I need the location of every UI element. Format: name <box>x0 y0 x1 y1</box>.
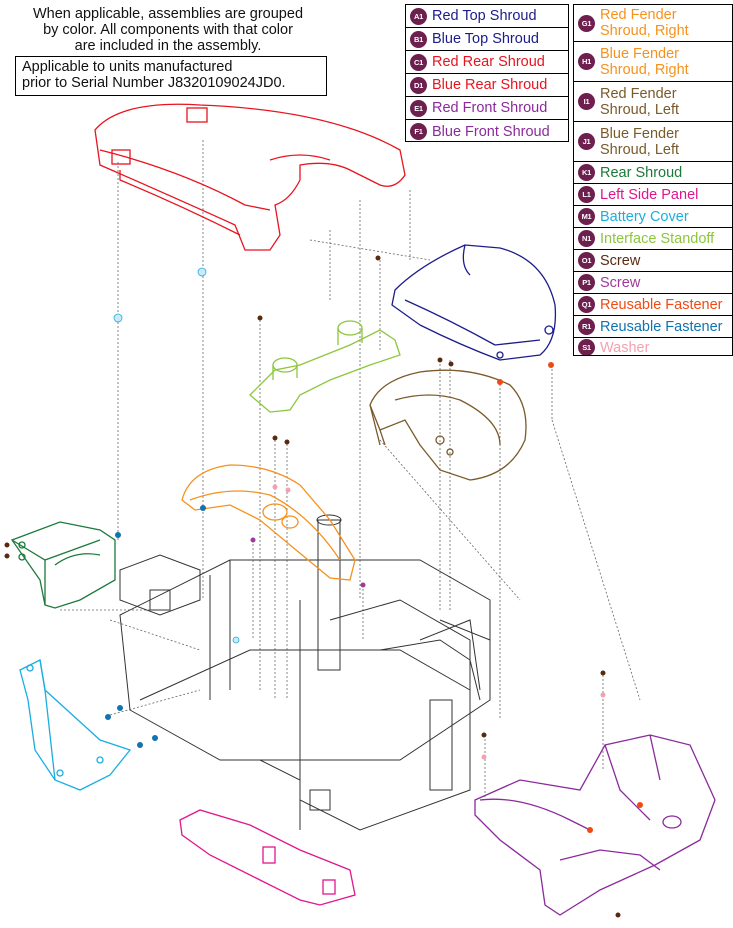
part-code-badge: K1 <box>578 164 595 181</box>
legend-item-l1: L1 Left Side Panel <box>574 184 732 206</box>
part-label: Left Side Panel <box>600 186 699 203</box>
part-label: Washer <box>600 339 650 356</box>
fasteners <box>4 255 643 918</box>
part-code-badge: J1 <box>578 133 595 150</box>
part-code-badge: G1 <box>578 14 595 32</box>
left-side-panel <box>179 809 356 906</box>
legend-item-r1: R1 Reusable Fastener <box>574 316 732 338</box>
part-code-badge: O1 <box>578 252 595 269</box>
legend-item-i1: I1 Red Fender Shroud, Left <box>574 82 732 122</box>
serial-line-1: Applicable to units manufactured <box>22 59 233 75</box>
legend-item-g1: G1 Red Fender Shroud, Right <box>574 5 732 42</box>
blue-top-shroud <box>391 244 557 361</box>
note-line-2: by color. All components with that color <box>43 22 293 38</box>
note-line-1: When applicable, assemblies are grouped <box>32 6 304 22</box>
legend-item-o1: O1 Screw <box>574 250 732 272</box>
red-top-shroud <box>94 103 406 251</box>
part-label: Reusable Fastener <box>600 318 723 335</box>
part-label: Red Fender Shroud, Right <box>600 7 689 39</box>
part-code-badge: B1 <box>410 30 427 48</box>
part-label: Blue Fender Shroud, Left <box>600 125 679 158</box>
serial-line-2: prior to Serial Number J8320109024JD0. <box>22 75 286 91</box>
assembly-color-note: When applicable, assemblies are grouped … <box>4 6 332 54</box>
note-line-3: are included in the assembly. <box>74 38 262 54</box>
part-label: Blue Top Shroud <box>432 31 539 47</box>
part-code-badge: F1 <box>410 123 427 140</box>
part-label: Reusable Fastener <box>600 296 723 313</box>
legend-item-k1: K1 Rear Shroud <box>574 162 732 184</box>
part-label: Rear Shroud <box>600 164 683 181</box>
part-code-badge: L1 <box>578 186 595 203</box>
legend-item-f1: F1 Blue Front Shroud <box>406 120 568 141</box>
legend-item-p1: P1 Screw <box>574 272 732 294</box>
part-code-badge: S1 <box>578 339 595 355</box>
part-label: Screw <box>600 252 641 269</box>
part-label: Red Fender Shroud, Left <box>600 85 679 118</box>
part-code-badge: E1 <box>410 99 427 117</box>
part-code-badge: A1 <box>410 7 427 25</box>
part-code-badge: D1 <box>410 76 427 94</box>
legend-item-m1: M1 Battery Cover <box>574 206 732 228</box>
part-code-badge: M1 <box>578 208 595 225</box>
legend-item-q1: Q1 Reusable Fastener <box>574 294 732 316</box>
part-label: Red Top Shroud <box>432 8 537 24</box>
part-code-badge: R1 <box>578 318 595 335</box>
front-shroud <box>474 734 716 916</box>
part-label: Blue Fender Shroud, Right <box>600 45 689 78</box>
part-code-badge: I1 <box>578 93 595 110</box>
part-code-badge: C1 <box>410 53 427 71</box>
legend-item-d1: D1 Blue Rear Shroud <box>406 74 568 97</box>
fender-shroud-left <box>369 369 527 481</box>
legend-item-s1: S1 Washer <box>574 338 732 356</box>
part-code-badge: P1 <box>578 274 595 291</box>
fender-shroud-right <box>181 464 356 581</box>
part-label: Blue Rear Shroud <box>432 77 548 93</box>
legend-item-j1: J1 Blue Fender Shroud, Left <box>574 122 732 162</box>
interface-standoff <box>249 320 401 413</box>
part-code-badge: Q1 <box>578 296 595 313</box>
part-label: Interface Standoff <box>600 230 715 247</box>
legend-item-b1: B1 Blue Top Shroud <box>406 28 568 51</box>
battery-cover <box>19 659 132 791</box>
legend-item-h1: H1 Blue Fender Shroud, Right <box>574 42 732 82</box>
part-label: Red Rear Shroud <box>432 54 545 70</box>
legend-item-a1: A1 Red Top Shroud <box>406 5 568 28</box>
leader-lines <box>60 140 641 800</box>
legend-item-e1: E1 Red Front Shroud <box>406 97 568 120</box>
serial-number-note: Applicable to units manufactured prior t… <box>15 56 327 96</box>
part-code-badge: H1 <box>578 53 595 70</box>
legend-item-c1: C1 Red Rear Shroud <box>406 51 568 74</box>
part-label: Screw <box>600 274 641 291</box>
part-code-badge: N1 <box>578 230 595 247</box>
part-label: Blue Front Shroud <box>432 123 550 140</box>
legend-item-n1: N1 Interface Standoff <box>574 228 732 250</box>
part-label: Red Front Shroud <box>432 100 548 116</box>
chassis-frame <box>119 514 491 831</box>
part-label: Battery Cover <box>600 208 689 225</box>
rear-shroud <box>10 521 116 609</box>
